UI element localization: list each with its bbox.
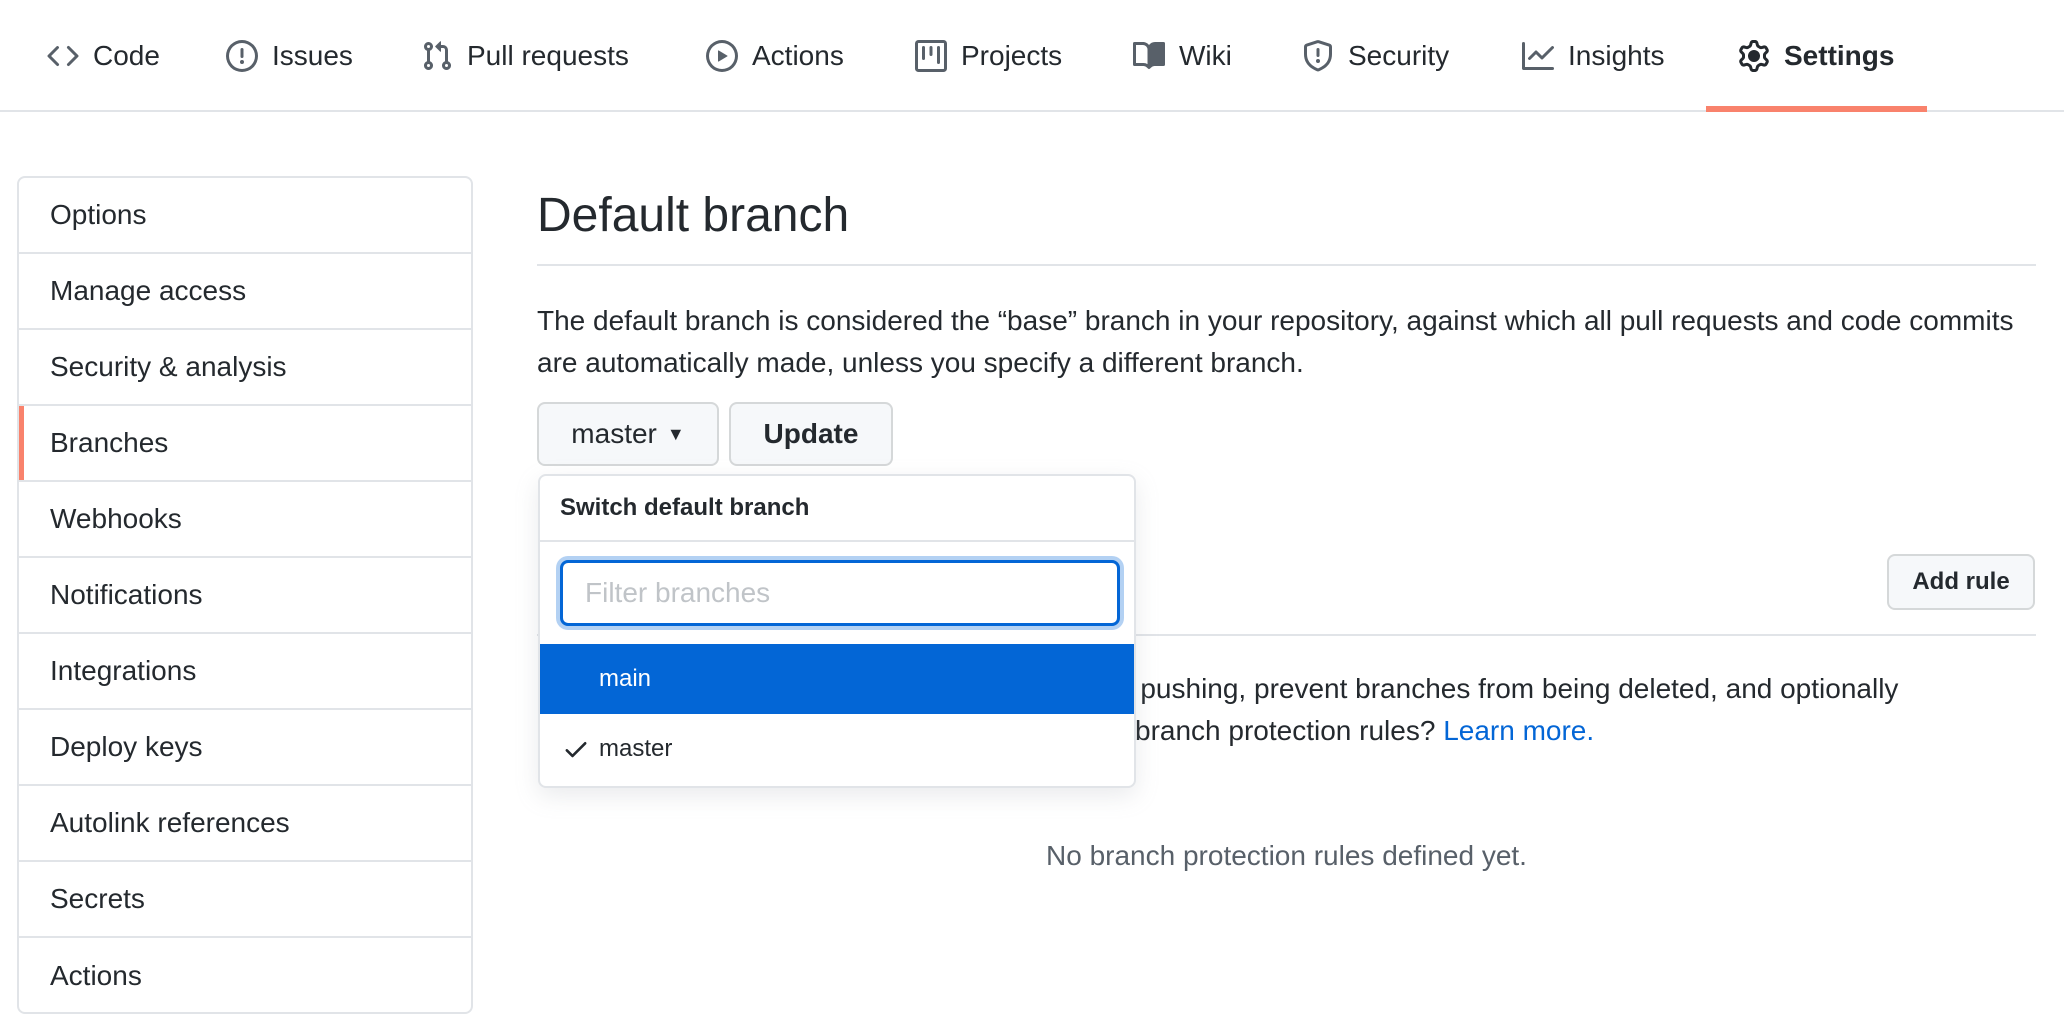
sidebar-item-webhooks[interactable]: Webhooks — [19, 482, 471, 558]
filter-branches-input[interactable] — [560, 560, 1120, 626]
sidebar-item-deploy-keys[interactable]: Deploy keys — [19, 710, 471, 786]
tab-label: Code — [93, 40, 160, 71]
sidebar-item-label: Autolink references — [50, 807, 290, 838]
tab-label: Actions — [752, 40, 844, 71]
section-divider — [537, 634, 2036, 636]
issue-opened-icon — [226, 40, 258, 72]
switch-branch-dropdown: Switch default branch main master — [538, 474, 1136, 788]
branch-protection-description: e pushing, prevent branches from being d… — [537, 668, 2036, 752]
sidebar-item-label: Integrations — [50, 655, 197, 686]
learn-more-link[interactable]: Learn more. — [1443, 715, 1595, 746]
sidebar-item-manage-access[interactable]: Manage access — [19, 254, 471, 330]
tab-insights[interactable]: Insights — [1522, 0, 1665, 112]
tab-label: Security — [1348, 40, 1450, 71]
check-icon — [562, 735, 590, 763]
page-title: Default branch — [537, 189, 850, 242]
sidebar-item-autolink-references[interactable]: Autolink references — [19, 786, 471, 862]
sidebar-item-notifications[interactable]: Notifications — [19, 558, 471, 634]
protection-text-line-1: e pushing, prevent branches from being d… — [1117, 673, 1899, 704]
sidebar-item-label: Security & analysis — [50, 351, 287, 382]
tab-label: Wiki — [1179, 40, 1232, 71]
settings-sidebar: Options Manage access Security & analysi… — [17, 176, 473, 1014]
dropdown-filter — [540, 542, 1134, 644]
graph-icon — [1522, 40, 1554, 72]
sidebar-item-label: Manage access — [50, 275, 247, 306]
branch-option-master[interactable]: master — [540, 714, 1134, 784]
sidebar-item-options[interactable]: Options — [19, 178, 471, 254]
tab-actions[interactable]: Actions — [706, 0, 844, 112]
caret-down-icon: ▼ — [666, 423, 685, 444]
protection-text-line-2-text: branch protection rules? — [1135, 715, 1436, 746]
sidebar-item-branches[interactable]: Branches — [19, 406, 471, 482]
sidebar-item-label: Webhooks — [50, 503, 182, 534]
empty-rules-message: No branch protection rules defined yet. — [1046, 840, 1527, 871]
dropdown-title: Switch default branch — [540, 476, 1134, 542]
book-icon — [1133, 40, 1165, 72]
title-divider — [537, 264, 2036, 266]
tab-label: Insights — [1568, 40, 1665, 71]
sidebar-item-label: Deploy keys — [50, 731, 203, 762]
sidebar-item-security-analysis[interactable]: Security & analysis — [19, 330, 471, 406]
branch-select-label: master — [571, 418, 657, 449]
tab-issues[interactable]: Issues — [226, 0, 353, 112]
sidebar-item-actions[interactable]: Actions — [19, 938, 471, 1012]
tab-label: Pull requests — [467, 40, 629, 71]
sidebar-item-label: Actions — [50, 960, 142, 991]
branch-option-label: main — [599, 665, 652, 692]
branch-select-button[interactable]: master ▼ — [537, 402, 719, 466]
shield-icon — [1302, 40, 1334, 72]
sidebar-item-label: Secrets — [50, 883, 145, 914]
repo-nav: Code Issues Pull requests Actions Projec… — [0, 0, 2064, 112]
tab-settings[interactable]: Settings — [1738, 0, 1894, 112]
tab-projects[interactable]: Projects — [915, 0, 1062, 112]
branch-option-main[interactable]: main — [540, 644, 1134, 714]
active-tab-underline — [1706, 106, 1927, 112]
gear-icon — [1738, 40, 1770, 72]
sidebar-item-label: Options — [50, 199, 147, 230]
sidebar-item-integrations[interactable]: Integrations — [19, 634, 471, 710]
tab-wiki[interactable]: Wiki — [1133, 0, 1232, 112]
protection-text-line-2: branch protection rules? Learn more. — [537, 710, 2036, 752]
code-icon — [47, 40, 79, 72]
tab-security[interactable]: Security — [1302, 0, 1449, 112]
update-button[interactable]: Update — [729, 402, 893, 466]
sidebar-item-secrets[interactable]: Secrets — [19, 862, 471, 938]
project-icon — [915, 40, 947, 72]
add-rule-button[interactable]: Add rule — [1887, 554, 2035, 610]
branch-option-label: master — [599, 735, 673, 762]
tab-label: Issues — [272, 40, 353, 71]
tab-pull-requests[interactable]: Pull requests — [421, 0, 629, 112]
git-pull-request-icon — [421, 40, 453, 72]
play-icon — [706, 40, 738, 72]
tab-label: Settings — [1784, 40, 1895, 71]
default-branch-description: The default branch is considered the “ba… — [537, 305, 2014, 378]
sidebar-item-label: Notifications — [50, 579, 203, 610]
tab-code[interactable]: Code — [47, 0, 160, 112]
sidebar-item-label: Branches — [50, 427, 169, 458]
tab-label: Projects — [961, 40, 1063, 71]
